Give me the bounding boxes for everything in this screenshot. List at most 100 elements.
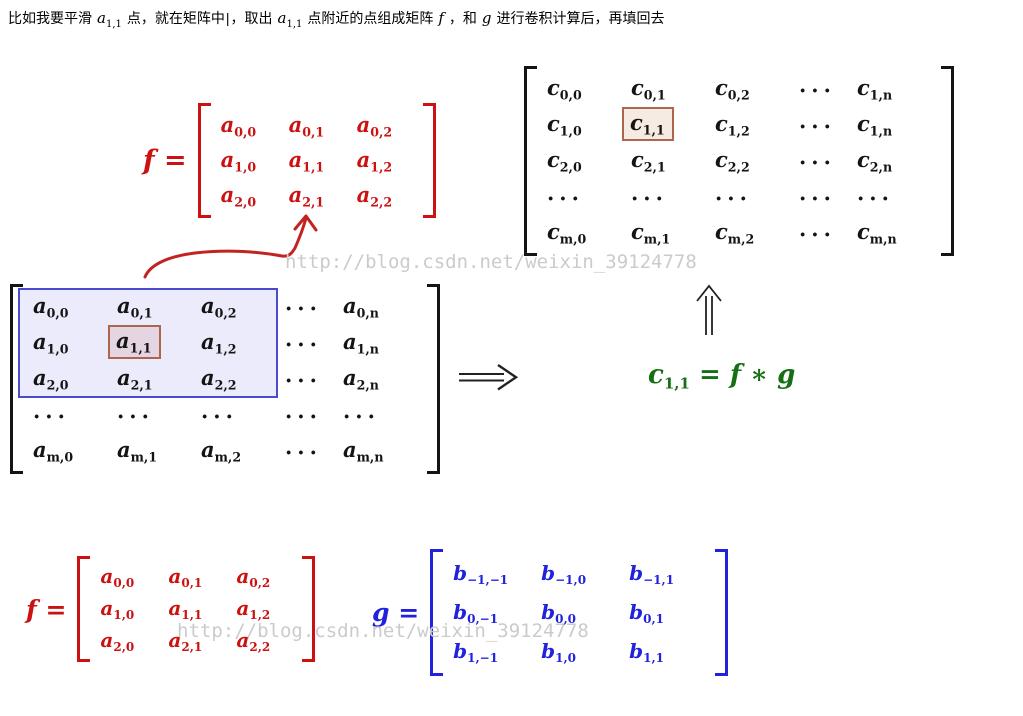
bracket-left-icon <box>77 556 91 662</box>
matrix-g-label: g = <box>372 598 419 627</box>
matrix-cell: a1,n <box>343 328 379 356</box>
matrix-cell: a0,1 <box>288 112 325 140</box>
matrix-cell: ··· <box>799 221 836 247</box>
matrix-cell: ··· <box>285 439 322 465</box>
matrix-cell: cm,n <box>857 218 897 246</box>
matrix-cell: c2,2 <box>715 146 750 174</box>
matrix-grid: a0,0 a0,1 a0,2 a1,0 a1,1 a1,2 a2,0 a2,1 a2,2 <box>90 556 302 662</box>
math-token: f <box>438 9 444 27</box>
matrix-cell: a1,0 <box>100 596 135 623</box>
matrix-cell: a1,1 <box>288 147 325 175</box>
watermark: http://blog.csdn.net/weixin_39124778 <box>285 251 697 273</box>
math-token: g <box>481 9 492 27</box>
math-token: a1,1 <box>97 9 122 30</box>
text-segment: ∗ <box>741 360 778 390</box>
matrix-cell: a2,2 <box>236 628 271 655</box>
math-token: g <box>372 598 390 627</box>
math-token: f <box>26 594 37 624</box>
matrix-cell: c1,0 <box>547 110 582 138</box>
bracket-right-icon <box>715 549 729 676</box>
matrix-cell: a2,0 <box>100 628 135 655</box>
matrix-cell: a0,0 <box>100 564 135 591</box>
matrix-cell: ··· <box>715 185 752 211</box>
matrix-f-label: f = <box>26 595 66 624</box>
matrix-cell: a0,0 <box>33 292 69 320</box>
matrix-cell: c1,n <box>857 110 893 138</box>
matrix-cell: ··· <box>285 367 322 393</box>
matrix-cell: am,2 <box>201 436 242 464</box>
text-segment: = <box>36 594 67 624</box>
bracket-left-icon <box>197 103 211 218</box>
matrix-cell: b0,0 <box>541 599 577 627</box>
matrix-cell: b0,1 <box>629 599 665 627</box>
matrix-cell: c2,0 <box>547 146 582 174</box>
matrix-cell: c1,n <box>857 74 893 102</box>
matrix-cell: a0,n <box>343 292 379 320</box>
matrix-f-bottom: f = a0,0 a0,1 a0,2 a1,0 a1,1 a1,2 a2,0 a2,1 a2,2 <box>26 556 316 662</box>
matrix-cell: ··· <box>857 185 894 211</box>
matrix-cell: ··· <box>117 403 154 429</box>
bracket-left-icon <box>430 549 444 676</box>
matrix-cell: c0,0 <box>547 74 582 102</box>
matrix-cell: a1,2 <box>236 596 271 623</box>
matrix-cell: c1,1 <box>622 107 709 141</box>
matrix-cell: b−1,0 <box>541 560 587 588</box>
text-segment: ，和 <box>448 10 477 26</box>
matrix-cell: ··· <box>343 403 380 429</box>
hand-drawn-arrow <box>133 203 333 296</box>
matrix-cell: a2,1 <box>168 628 203 655</box>
matrix-cell: c0,1 <box>631 74 666 102</box>
matrix-cell: b−1,−1 <box>453 560 509 588</box>
implies-right-arrow-icon <box>456 362 520 397</box>
matrix-cell: a2,0 <box>220 182 257 210</box>
matrix-cell: a2,2 <box>356 182 393 210</box>
matrix-cell: a0,2 <box>201 292 237 320</box>
matrix-cell: a2,n <box>343 364 379 392</box>
matrix-cell: b−1,1 <box>629 560 675 588</box>
text-segment: 进行卷积计算后，再填回去 <box>496 10 665 26</box>
matrix-cell: ··· <box>33 403 70 429</box>
matrix-cell: a2,1 <box>288 182 325 210</box>
text-segment: = <box>389 598 420 627</box>
matrix-cell: a0,1 <box>168 564 203 591</box>
matrix-cell: c0,2 <box>715 74 750 102</box>
matrix-cell: a1,0 <box>220 147 257 175</box>
matrix-cell: cm,2 <box>715 218 755 246</box>
matrix-cell: ··· <box>799 77 836 103</box>
implies-up-arrow-icon <box>692 283 728 342</box>
matrix-cell: ··· <box>285 331 322 357</box>
math-token: f <box>143 145 155 176</box>
matrix-cell: a1,1 <box>168 596 203 623</box>
text-segment: 点附近的点组成矩阵 <box>307 10 434 26</box>
matrix-cell: am,0 <box>33 436 74 464</box>
matrix-cell: a0,2 <box>356 112 393 140</box>
math-token: a1,1 <box>277 9 303 30</box>
matrix-cell: a1,1 <box>108 325 195 359</box>
bracket-right-icon <box>302 556 316 662</box>
math-token: c1,1 <box>648 360 690 393</box>
selected-region-overlay <box>18 288 278 398</box>
text-segment: = <box>689 360 730 390</box>
text-segment: ，取出 <box>230 10 273 26</box>
convolution-equation: c1,1 = f ∗ g <box>648 360 795 392</box>
matrix-cell: am,1 <box>117 436 158 464</box>
bracket-right-icon <box>427 284 440 474</box>
matrix-cell: ··· <box>631 185 668 211</box>
matrix-cell: cm,0 <box>547 218 587 246</box>
bracket-left-icon <box>524 66 537 256</box>
matrix-cell: ··· <box>799 149 836 175</box>
matrix-cell: a0,2 <box>236 564 271 591</box>
matrix-cell: a0,1 <box>117 292 153 320</box>
matrix-cell: a2,1 <box>117 364 153 392</box>
matrix-cell: a1,2 <box>201 328 237 356</box>
